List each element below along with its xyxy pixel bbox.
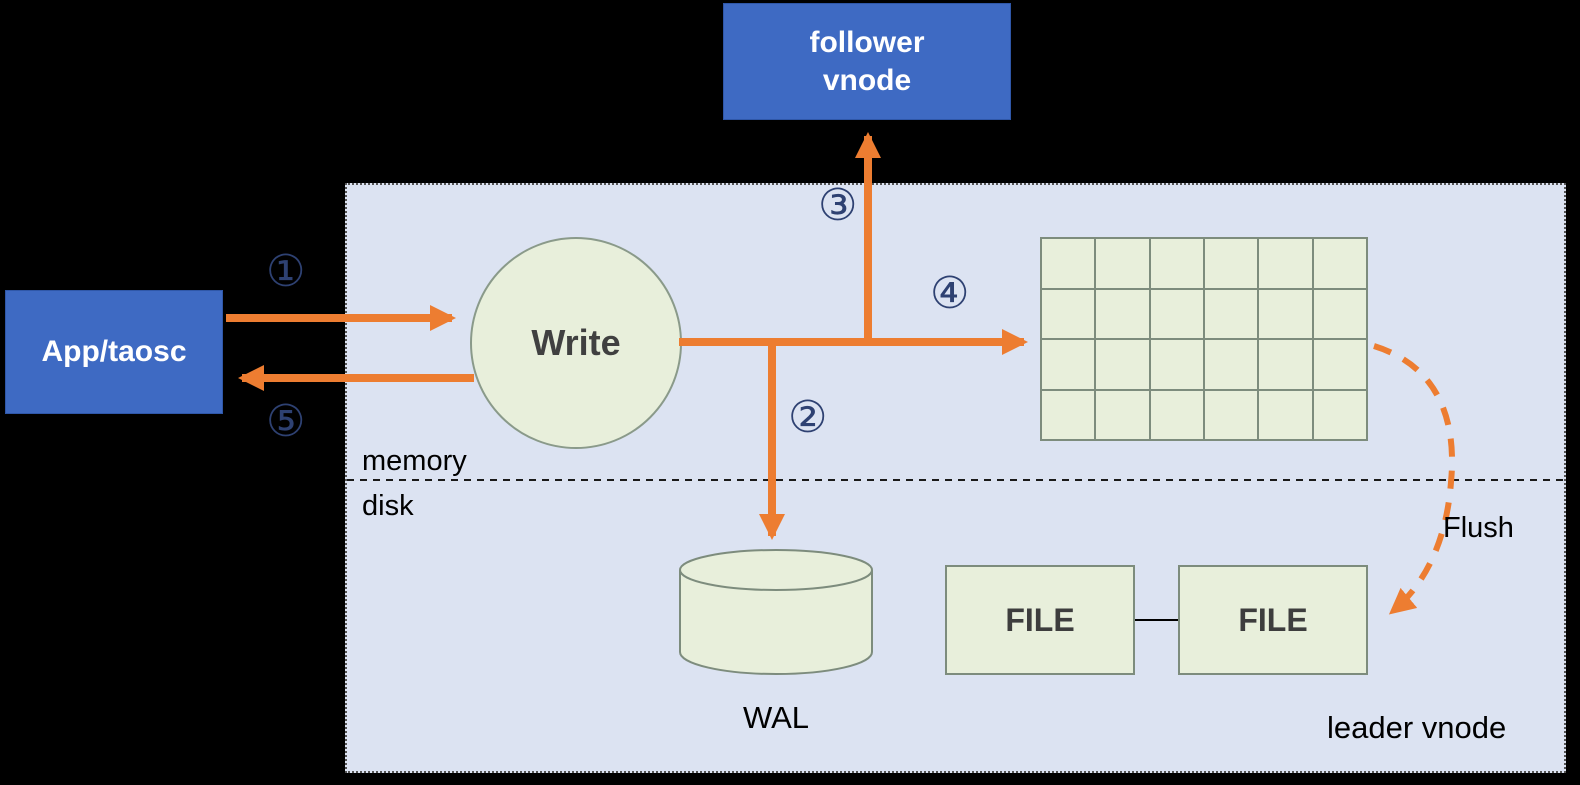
step-2-badge: ②: [788, 392, 828, 443]
grid-cell: [1313, 340, 1366, 389]
grid-cell: [1313, 390, 1366, 439]
memtable-grid: [1040, 237, 1368, 441]
file-node-right: FILE: [1178, 565, 1368, 675]
follower-vnode-label-line1: follower: [809, 26, 925, 59]
grid-cell: [1259, 390, 1312, 439]
grid-cell: [1259, 340, 1312, 389]
grid-cell: [1096, 289, 1149, 338]
grid-cell: [1259, 289, 1312, 338]
step-4-badge: ④: [930, 268, 970, 319]
step-1-badge: ①: [266, 246, 306, 297]
follower-vnode-label-line2: vnode: [822, 63, 912, 97]
grid-cell: [1150, 390, 1203, 439]
flush-label: Flush: [1443, 512, 1514, 544]
write-label: Write: [531, 322, 621, 363]
grid-cell: [1150, 289, 1203, 338]
grid-cell: [1042, 390, 1095, 439]
grid-cell: [1042, 289, 1095, 338]
grid-cell: [1313, 289, 1366, 338]
wal-label: WAL: [742, 700, 810, 735]
grid-cell: [1204, 289, 1258, 338]
file-node-left: FILE: [945, 565, 1135, 675]
disk-label: disk: [362, 490, 414, 522]
grid-cell: [1096, 390, 1149, 439]
step-3-badge: ③: [818, 180, 858, 231]
grid-cell: [1096, 239, 1149, 288]
file-left-label: FILE: [1005, 601, 1075, 638]
app-taosc-label: App/taosc: [41, 335, 187, 369]
leader-vnode-label: leader vnode: [1327, 710, 1507, 745]
grid-cell: [1150, 239, 1203, 288]
follower-vnode-node: follower vnode: [723, 3, 1011, 120]
file-right-label: FILE: [1238, 601, 1308, 638]
grid-cell: [1042, 340, 1095, 389]
memory-label: memory: [362, 445, 467, 477]
grid-cell: [1042, 239, 1095, 288]
grid-cell: [1204, 239, 1258, 288]
grid-cell: [1204, 340, 1258, 389]
grid-cell: [1096, 340, 1149, 389]
app-taosc-node: App/taosc: [5, 290, 223, 414]
step-5-badge: ⑤: [266, 396, 306, 447]
grid-cell: [1150, 340, 1203, 389]
grid-cell: [1313, 239, 1366, 288]
write-process-node: Write: [470, 237, 682, 449]
grid-cell: [1204, 390, 1258, 439]
grid-cell: [1259, 239, 1312, 288]
